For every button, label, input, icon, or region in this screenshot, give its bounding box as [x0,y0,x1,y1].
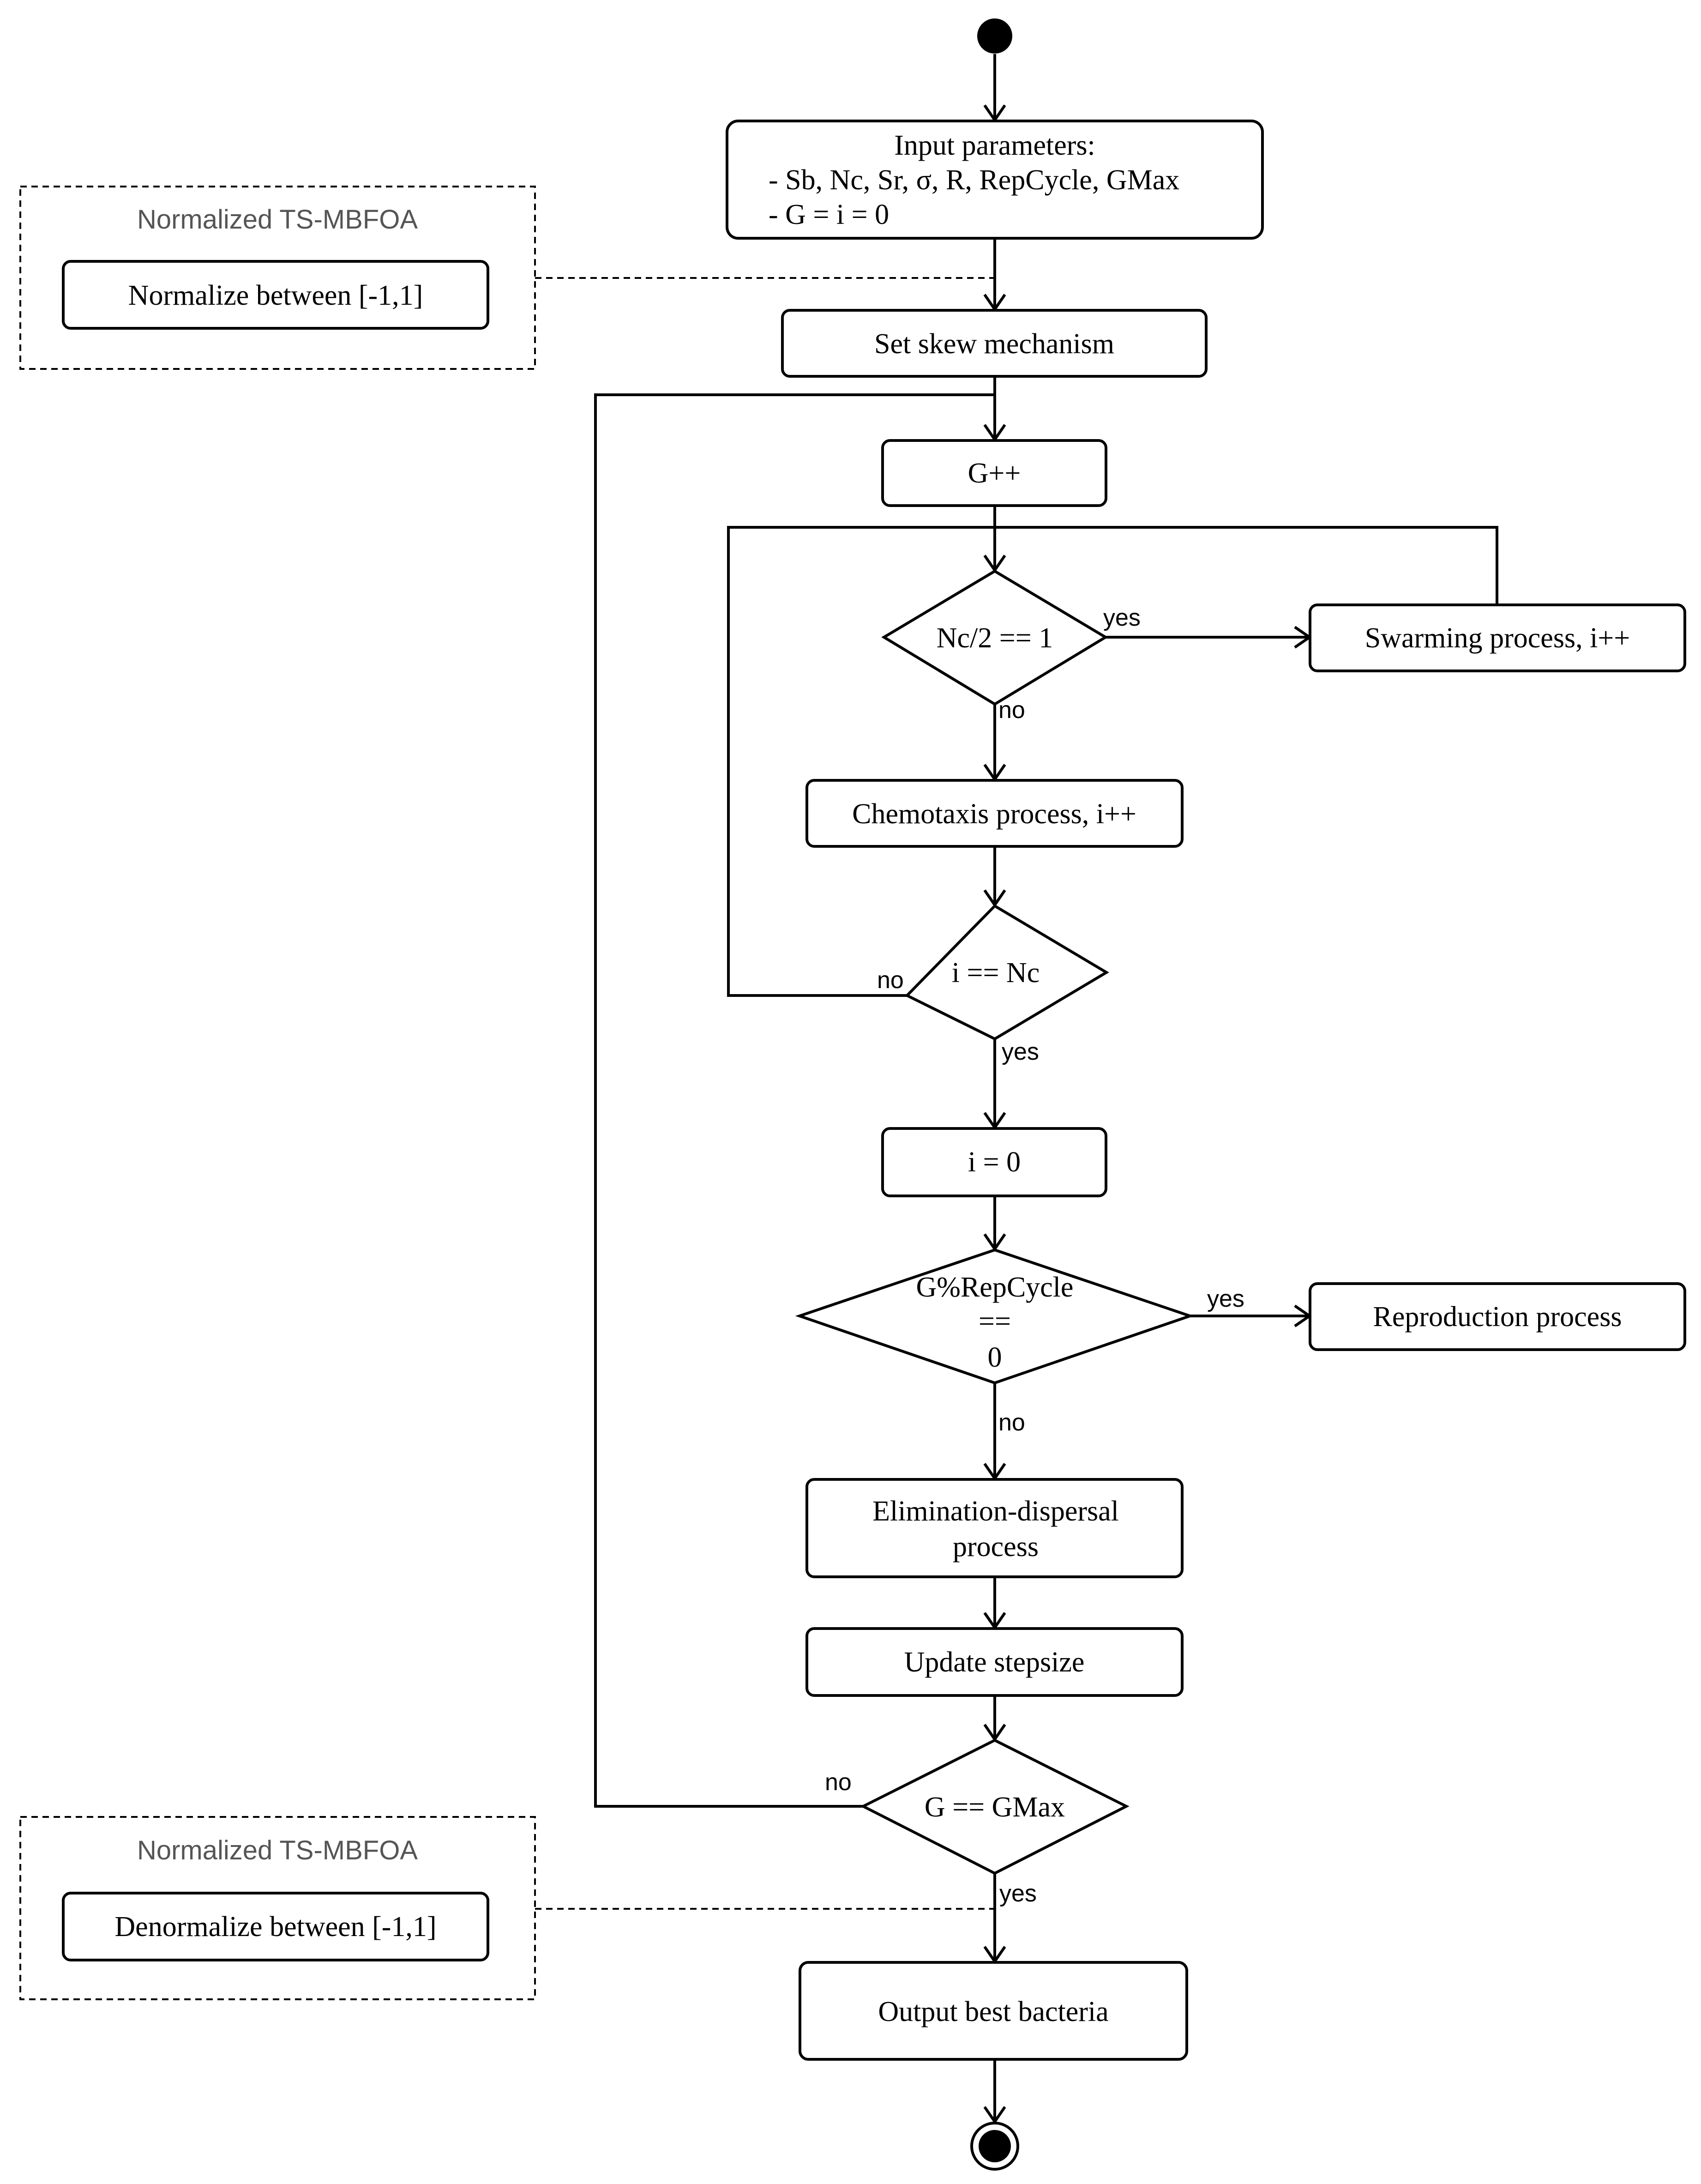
normalize-box-label: Normalize between [-1,1] [128,280,423,311]
input-parameters-box [726,120,1264,240]
swarming-box [1309,603,1686,672]
edges [594,54,1498,2124]
elimination-box [805,1478,1184,1578]
chemotaxis-box [805,779,1184,848]
decision-nc-node: Nc/2 == 1 [881,569,1108,706]
normalize-group-border [19,186,536,370]
normalize-group-title: Normalized TS-MBFOA [137,205,418,235]
label-nc-yes: yes [1103,604,1141,631]
input-parameters-node: Input parameters: - Sb, Nc, Sr, σ, R, Re… [726,120,1264,240]
denormalize-group-border [19,1816,536,2000]
g-increment-label: G++ [968,458,1021,489]
elimination-line2: process [953,1531,1039,1563]
elimination-line1: Elimination-dispersal [872,1496,1119,1527]
reproduction-box [1309,1282,1686,1351]
decision-nc-label: Nc/2 == 1 [937,622,1053,654]
reset-i-node: i = 0 [881,1127,1107,1197]
reproduction-node: Reproduction process [1309,1282,1686,1351]
g-increment-box [881,439,1107,507]
decision-rep-node: G%RepCycle == 0 [795,1248,1195,1385]
decision-rep-line2: == [979,1306,1011,1337]
input-parameters-line3: - G = i = 0 [769,199,889,230]
label-nc-no: no [998,697,1025,724]
edge-swarming-loop [995,526,1498,604]
set-skew-label: Set skew mechanism [874,328,1114,360]
decision-rep-line3: 0 [988,1342,1002,1373]
swarming-label: Swarming process, i++ [1365,622,1630,654]
output-node: Output best bacteria [799,1961,1188,2061]
start-node [977,18,1012,54]
input-parameters-line2: - Sb, Nc, Sr, σ, R, RepCycle, GMax [769,164,1179,196]
denormalize-box-label: Denormalize between [-1,1] [114,1911,436,1943]
end-node-dot [979,2130,1011,2162]
label-rep-yes: yes [1207,1285,1244,1312]
chemotaxis-node: Chemotaxis process, i++ [805,779,1184,848]
elimination-node: Elimination-dispersal process [805,1478,1184,1578]
decision-i-node: i == Nc [904,904,1109,1041]
update-stepsize-label: Update stepsize [904,1647,1085,1678]
decision-gmax-diamond [860,1738,1130,1875]
reset-i-label: i = 0 [968,1146,1021,1178]
denormalize-box [62,1892,489,1961]
decision-rep-diamond [795,1248,1195,1385]
denormalize-group: Normalized TS-MBFOA Denormalize between … [19,1816,536,2000]
edge-gmax-no-loop [594,393,995,1808]
update-stepsize-box [805,1627,1184,1697]
end-node [970,2122,1019,2171]
update-stepsize-node: Update stepsize [805,1627,1184,1697]
set-skew-node: Set skew mechanism [781,309,1208,378]
label-gmax-yes: yes [999,1880,1037,1907]
g-increment-node: G++ [881,439,1107,507]
chemotaxis-label: Chemotaxis process, i++ [852,798,1136,830]
set-skew-box [781,309,1208,378]
input-parameters-line1: Input parameters: [894,130,1095,161]
decision-rep-line1: G%RepCycle [916,1272,1074,1303]
decision-i-label: i == Nc [952,957,1040,989]
label-rep-no: no [998,1409,1025,1436]
decision-gmax-node: G == GMax [860,1738,1130,1875]
normalize-box [62,260,489,330]
output-label: Output best bacteria [878,1996,1108,2027]
decision-i-diamond [904,904,1109,1041]
reproduction-label: Reproduction process [1373,1301,1622,1333]
normalize-group: Normalized TS-MBFOA Normalize between [-… [19,186,536,370]
decision-nc-diamond [881,569,1108,706]
swarming-node: Swarming process, i++ [1309,603,1686,672]
output-box [799,1961,1188,2061]
denormalize-group-title: Normalized TS-MBFOA [137,1835,418,1865]
label-i-no: no [877,967,904,994]
label-i-yes: yes [1002,1038,1039,1065]
decision-gmax-label: G == GMax [925,1792,1065,1823]
label-gmax-no: no [825,1769,852,1796]
edge-i-no-loop [727,526,995,997]
reset-i-box [881,1127,1107,1197]
